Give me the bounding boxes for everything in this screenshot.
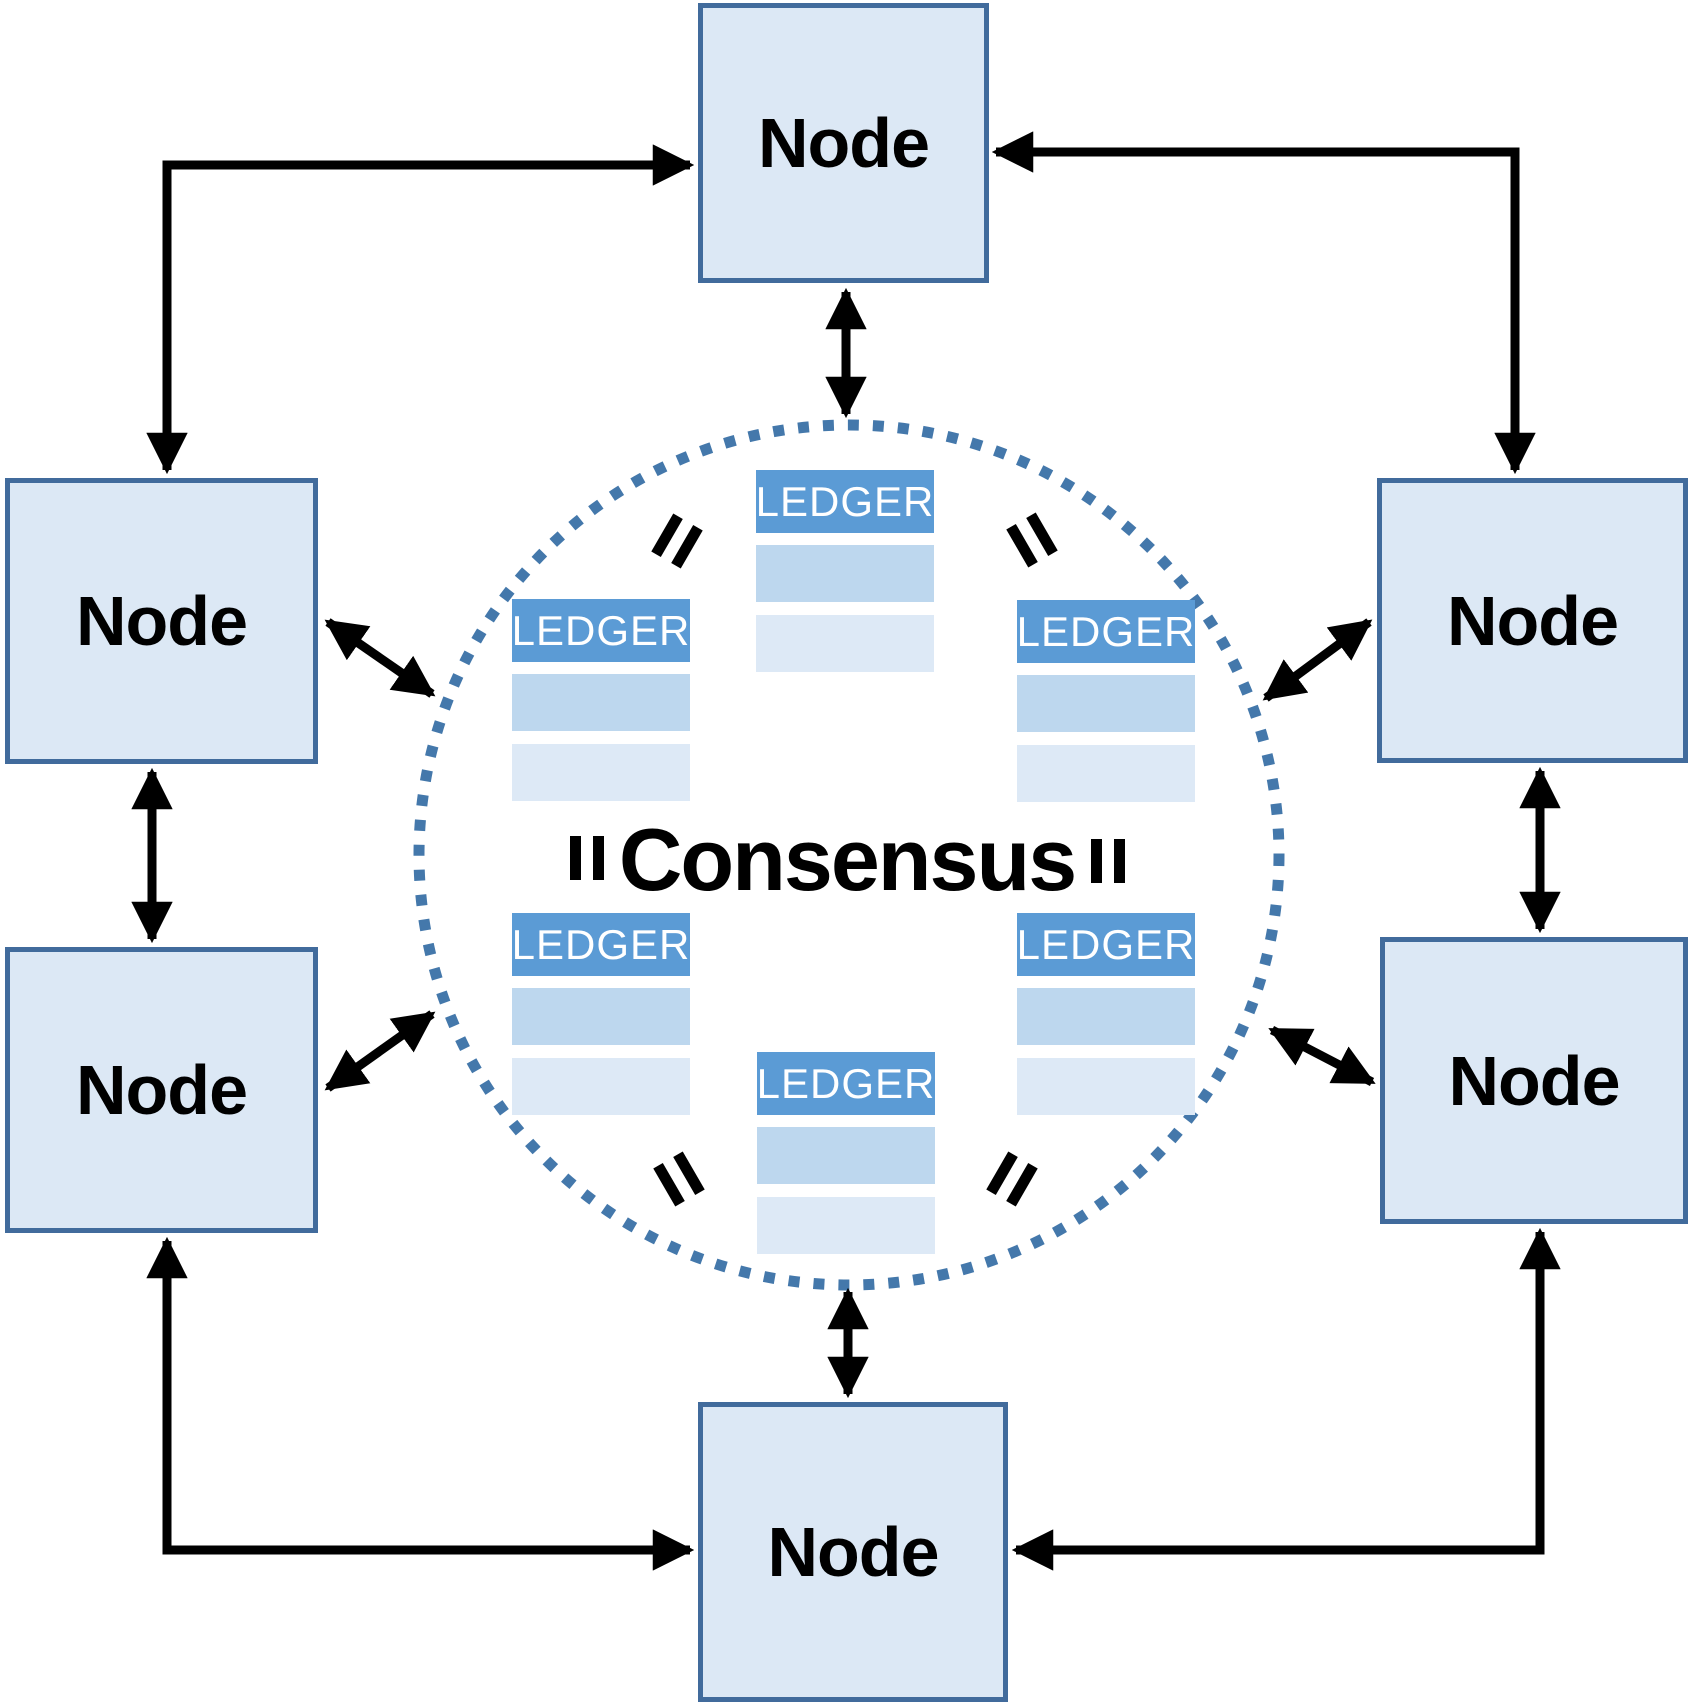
arrow-right-lower-to-bottom-node bbox=[1011, 1227, 1561, 1571]
ledger-title: LEDGER bbox=[1017, 600, 1195, 663]
ledger-left-upper: LEDGER bbox=[512, 599, 690, 801]
ledger-title: LEDGER bbox=[512, 913, 690, 976]
ledger-row bbox=[512, 988, 690, 1045]
ledger-row bbox=[1017, 1058, 1195, 1115]
arrow-left-upper-to-circle bbox=[324, 618, 436, 698]
equals-icon-mid-left bbox=[570, 836, 604, 880]
equals-bar bbox=[1091, 839, 1102, 883]
node-label: Node bbox=[758, 104, 930, 182]
node-box-left-upper: Node bbox=[5, 478, 318, 764]
ledger-title: LEDGER bbox=[1017, 913, 1195, 976]
arrow-right-upper-to-circle bbox=[1262, 618, 1373, 702]
node-box-right-upper: Node bbox=[1377, 478, 1688, 763]
ledger-row bbox=[1017, 745, 1195, 802]
equals-bar bbox=[1114, 839, 1125, 883]
ledger-right-lower: LEDGER bbox=[1017, 913, 1195, 1115]
ledger-row bbox=[1017, 675, 1195, 732]
arrow-left-lower-to-circle bbox=[324, 1010, 436, 1092]
ledger-row bbox=[756, 615, 934, 672]
ledger-row bbox=[756, 545, 934, 602]
node-box-right-lower: Node bbox=[1380, 937, 1688, 1224]
ledger-bottom: LEDGER bbox=[757, 1052, 935, 1254]
ledger-row bbox=[1017, 988, 1195, 1045]
equals-icon-mid-right bbox=[1091, 839, 1125, 883]
arrow-right-lower-to-circle bbox=[1268, 1026, 1376, 1086]
node-label: Node bbox=[767, 1513, 940, 1591]
ledger-row bbox=[512, 744, 690, 801]
consensus-label: Consensus bbox=[618, 810, 1077, 909]
arrow-left-upper-to-top-node bbox=[146, 144, 695, 475]
arrow-left-lower-to-bottom-node bbox=[146, 1236, 695, 1571]
node-label: Node bbox=[76, 582, 248, 660]
ledger-title: LEDGER bbox=[756, 470, 934, 533]
ledger-row bbox=[757, 1127, 935, 1184]
node-label: Node bbox=[1448, 1041, 1621, 1120]
node-label: Node bbox=[76, 1051, 248, 1129]
ledger-row bbox=[512, 1058, 690, 1115]
node-box-bottom: Node bbox=[698, 1402, 1008, 1702]
ledger-right-upper: LEDGER bbox=[1017, 600, 1195, 802]
node-label: Node bbox=[1447, 581, 1619, 660]
ledger-row bbox=[512, 674, 690, 731]
equals-bar bbox=[593, 836, 604, 880]
ledger-top: LEDGER bbox=[756, 470, 934, 672]
node-box-top: Node bbox=[698, 3, 989, 283]
equals-bar bbox=[570, 836, 581, 880]
ledger-row bbox=[757, 1197, 935, 1254]
arrow-top-node-to-right-upper bbox=[991, 131, 1536, 475]
ledger-title: LEDGER bbox=[512, 599, 690, 662]
consensus-boundary-dotted-circle bbox=[413, 419, 1285, 1291]
ledger-left-lower: LEDGER bbox=[512, 913, 690, 1115]
node-box-left-lower: Node bbox=[5, 947, 318, 1233]
ledger-title: LEDGER bbox=[757, 1052, 935, 1115]
